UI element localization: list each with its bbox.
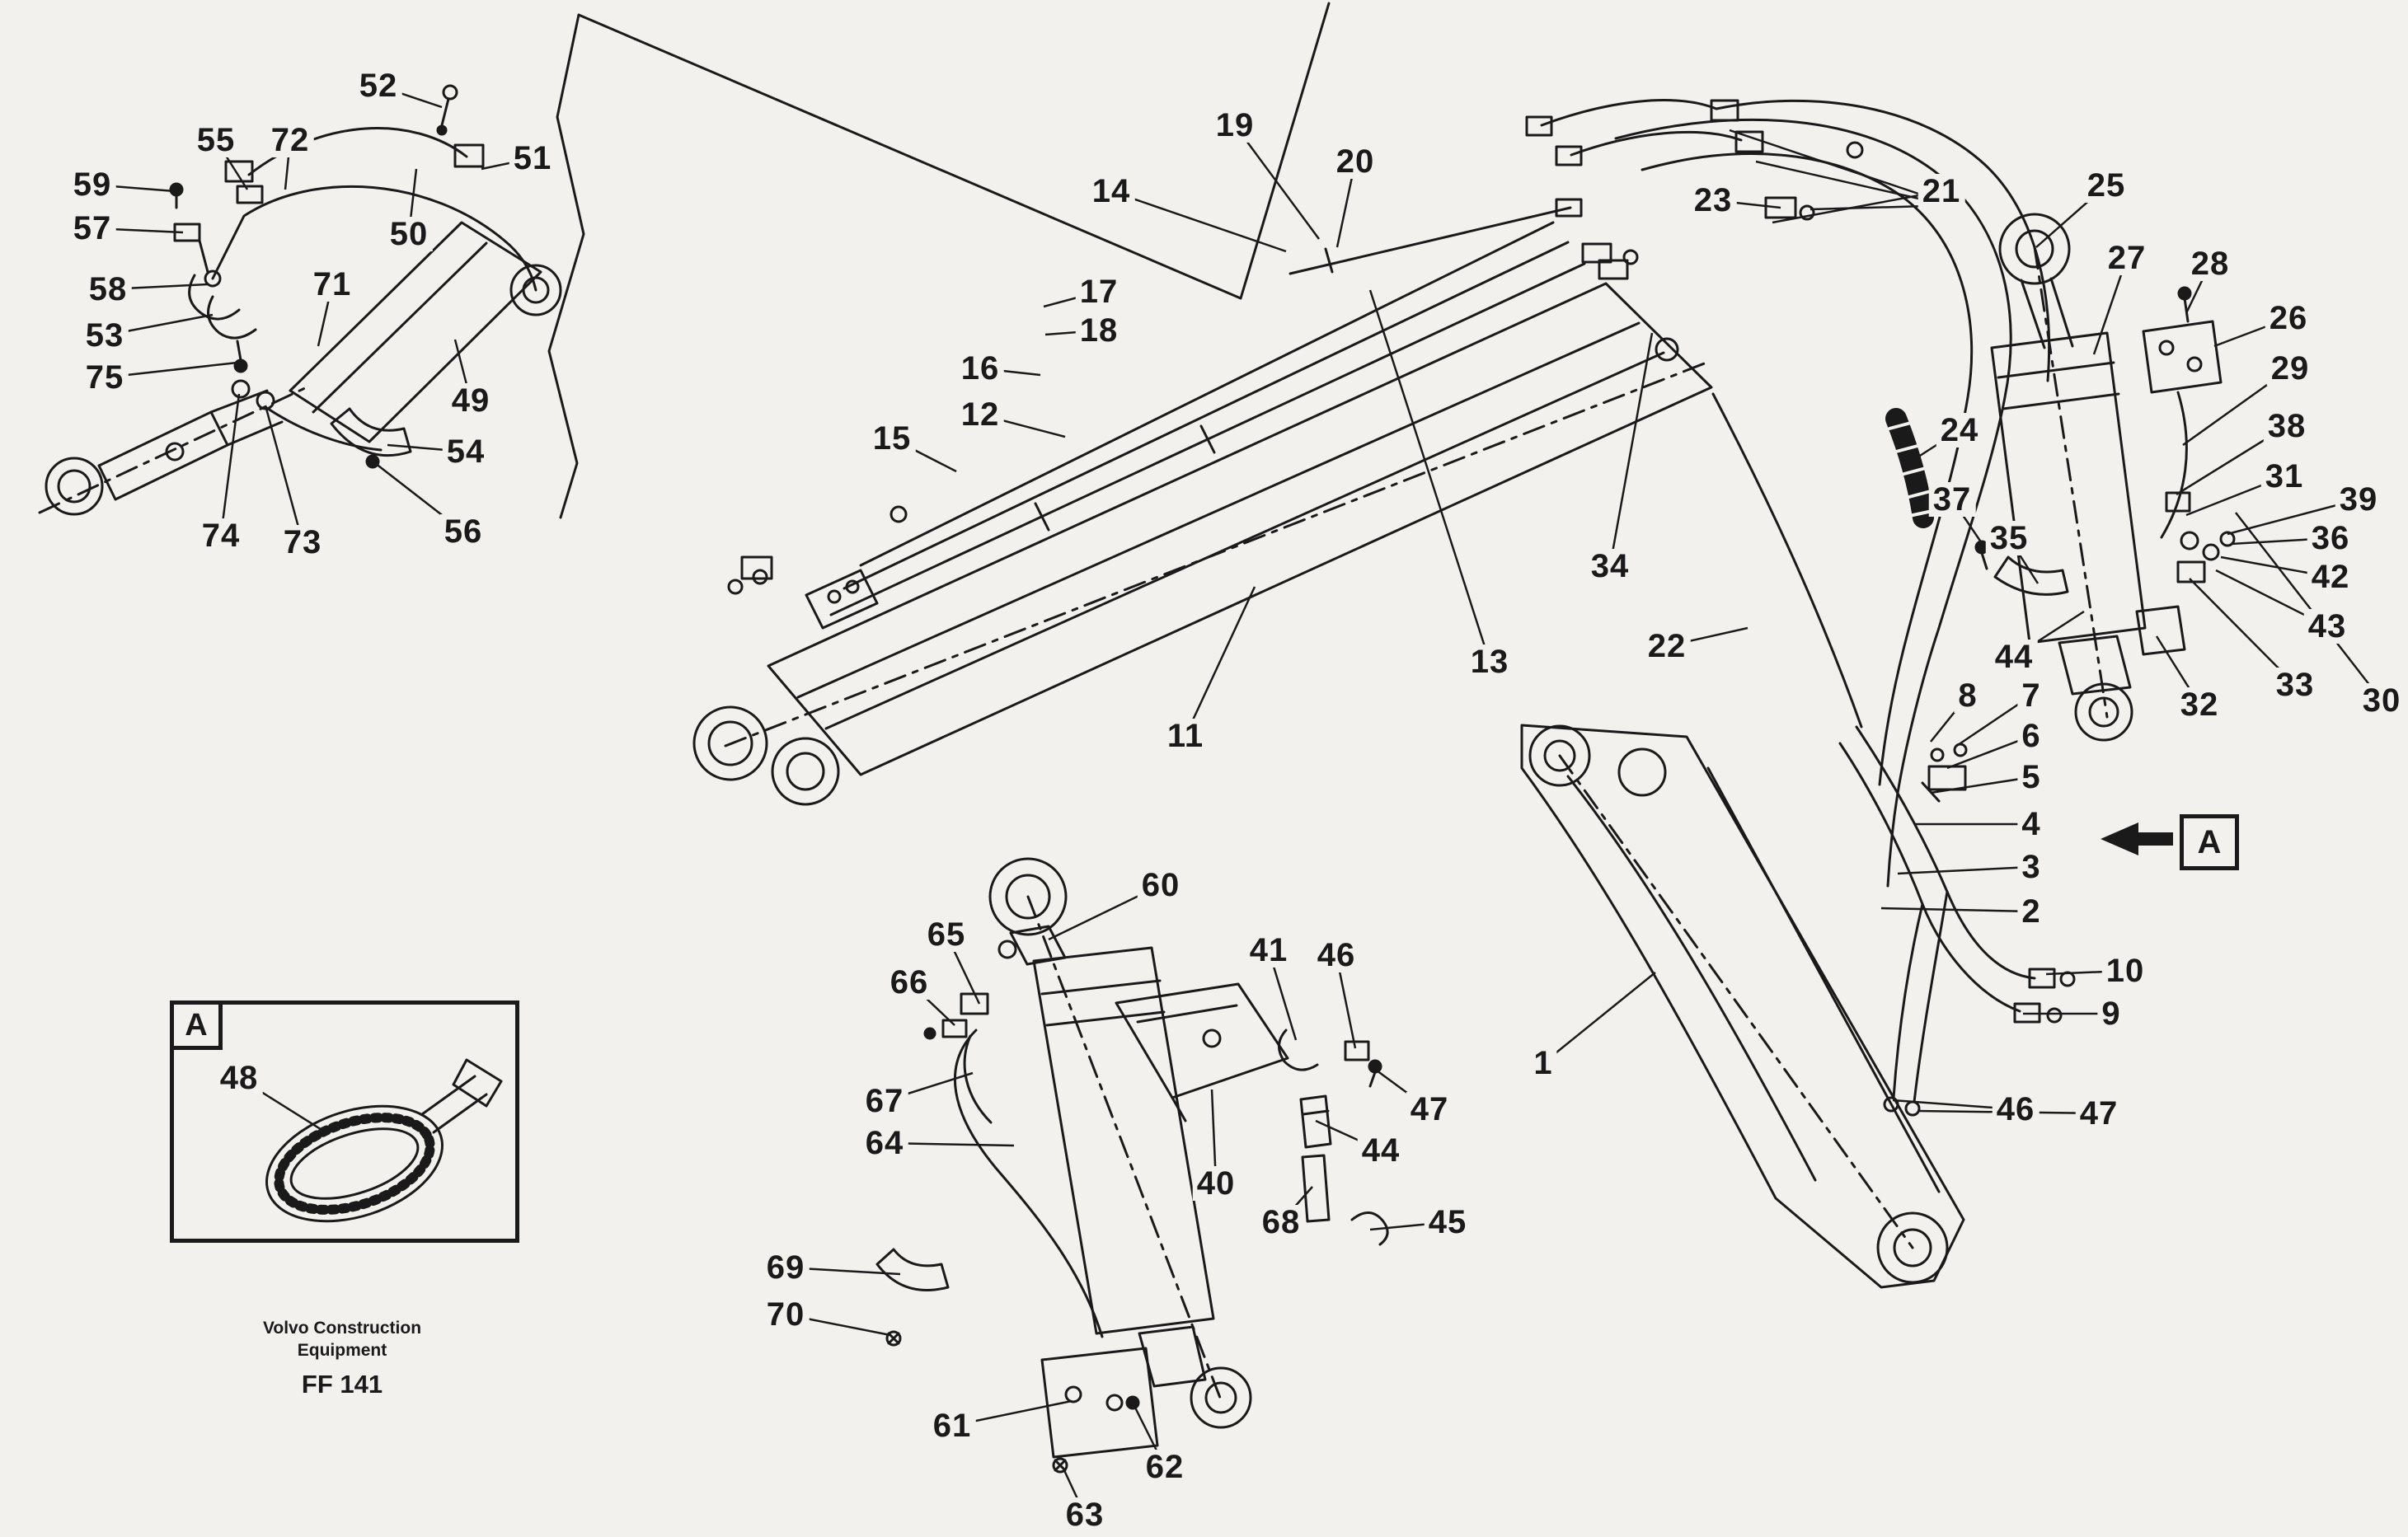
arm-pipes-drawing [1838, 725, 2076, 1117]
arm-drawing [1520, 392, 1965, 1289]
brand-line2: Equipment [297, 1341, 387, 1361]
brand-text: Volvo Construction Equipment [206, 1317, 478, 1362]
brand-line1: Volvo Construction [262, 1319, 422, 1338]
detail-view-drawing [38, 84, 562, 516]
view-arrow-icon [2101, 822, 2173, 855]
view-reference-box: A [2180, 814, 2239, 870]
figure-code: FF 141 [301, 1370, 383, 1399]
cable-tie-drawing [265, 1058, 503, 1223]
bottom-cylinder-drawing [875, 857, 1389, 1474]
break-lines [547, 2, 1331, 519]
inset-corner-label: A [174, 1005, 223, 1050]
boom-drawing [692, 99, 1864, 806]
inset-box: A [170, 1000, 519, 1243]
